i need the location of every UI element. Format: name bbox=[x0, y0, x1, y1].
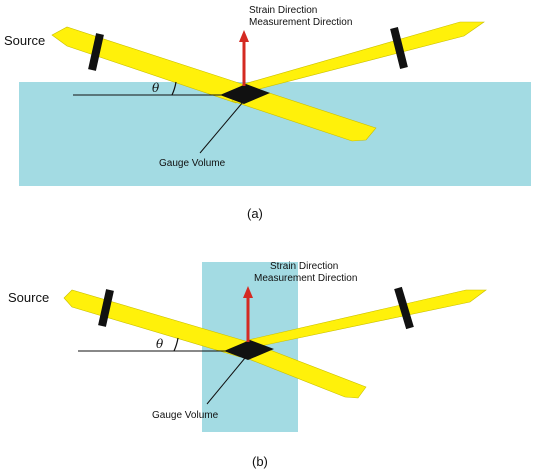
strain-arrow-head bbox=[239, 30, 249, 42]
gauge-volume-label: Gauge Volume bbox=[152, 410, 219, 421]
source-label: Source bbox=[4, 33, 45, 48]
measurement-direction-label: Measurement Direction bbox=[249, 17, 352, 28]
angle-label: θ bbox=[152, 81, 160, 95]
strain-arrow-head bbox=[243, 286, 253, 298]
gauge-volume-label: Gauge Volume bbox=[159, 158, 226, 169]
source-label: Source bbox=[8, 290, 49, 305]
gauge-leader-line bbox=[199, 101, 244, 154]
gauge-volume-diamond bbox=[224, 340, 274, 360]
gauge-leader-line bbox=[206, 357, 246, 405]
panel-a: θ Source Strain Direction Measurement Di… bbox=[4, 5, 531, 221]
detector-slit-marker bbox=[394, 286, 414, 330]
measurement-direction-label: Measurement Direction bbox=[254, 273, 357, 284]
incident-slit-marker bbox=[98, 289, 114, 327]
strain-direction-label: Strain Direction bbox=[270, 261, 338, 272]
gauge-volume-diamond bbox=[220, 84, 270, 104]
angle-arc bbox=[171, 81, 177, 96]
angle-arc bbox=[173, 337, 179, 352]
caption-b: (b) bbox=[252, 454, 268, 469]
caption-a: (a) bbox=[247, 206, 263, 221]
strain-direction-label: Strain Direction bbox=[249, 5, 317, 16]
incident-slit-marker bbox=[88, 33, 104, 71]
panel-b: θ Source Strain Direction Measurement Di… bbox=[8, 261, 487, 469]
detector-slit-marker bbox=[390, 27, 408, 69]
angle-label: θ bbox=[156, 337, 164, 351]
